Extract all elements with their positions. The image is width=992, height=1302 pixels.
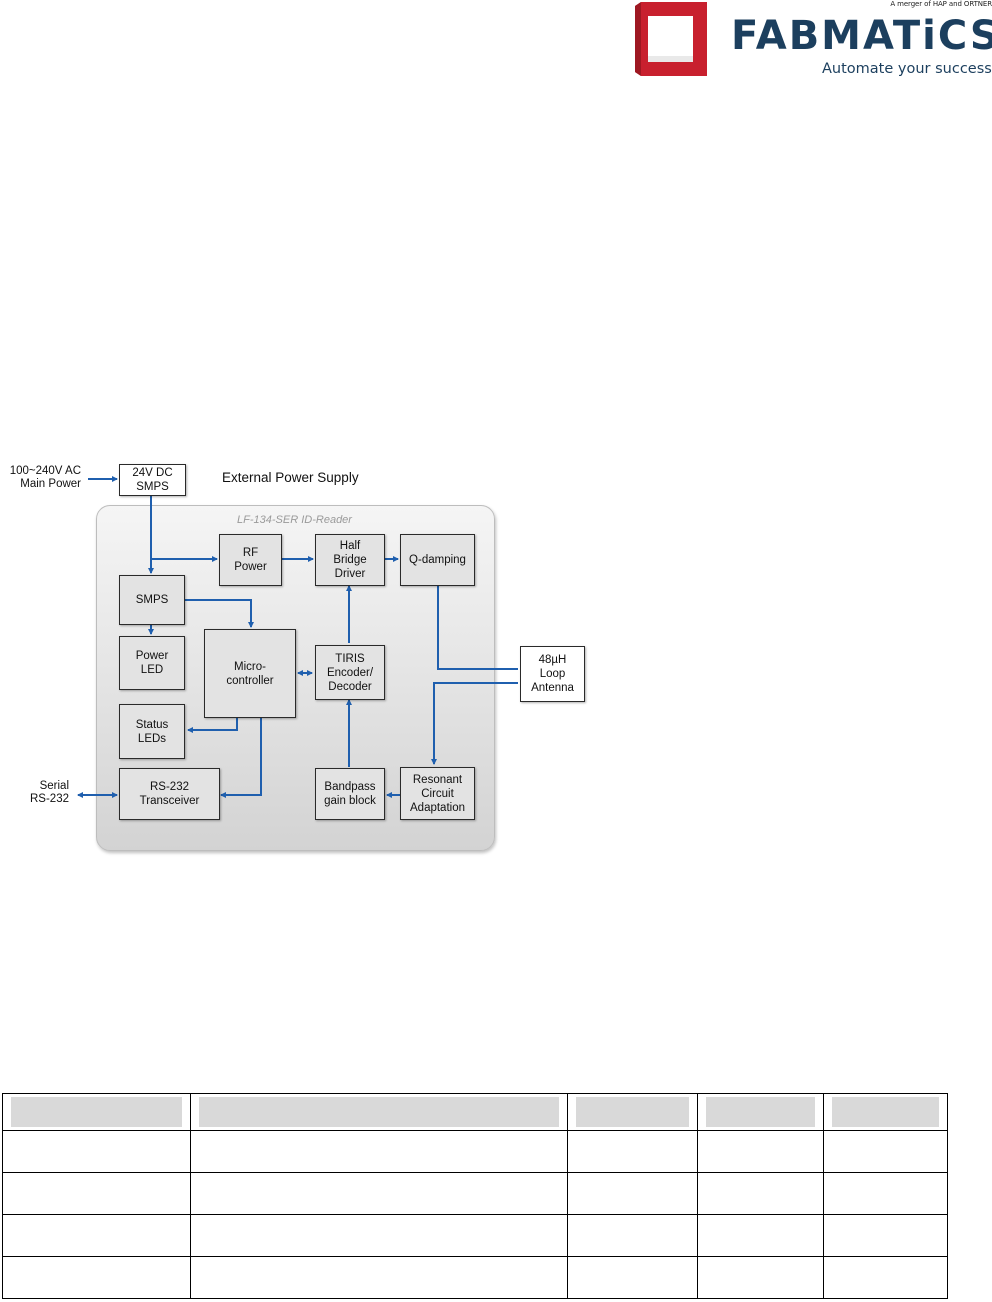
table-cell	[823, 1214, 948, 1257]
table-cell	[2, 1130, 191, 1173]
table-cell	[567, 1214, 698, 1257]
status-leds-block: Status LEDs	[119, 704, 185, 759]
rf-power-block: RF Power	[219, 534, 282, 586]
wire-q-to-antenna	[437, 586, 518, 670]
rs232-label: RS-232 Transceiver	[139, 781, 200, 807]
table-cell	[567, 1256, 698, 1299]
table-cell	[823, 1256, 948, 1299]
q-damping-block: Q-damping	[400, 534, 475, 586]
table-cell	[190, 1214, 568, 1257]
table-row	[2, 1172, 948, 1215]
loop-antenna-block: 48µH Loop Antenna	[520, 646, 585, 702]
header-cell	[697, 1093, 824, 1131]
table-row	[2, 1130, 948, 1173]
microcontroller-label: Micro- controller	[226, 660, 274, 687]
q-damping-label: Q-damping	[409, 554, 466, 566]
bandpass-label: Bandpass gain block	[324, 781, 376, 807]
table-cell	[697, 1172, 824, 1215]
table-header-row	[2, 1093, 948, 1131]
table-cell	[823, 1130, 948, 1173]
microcontroller-block: Micro- controller	[204, 629, 296, 718]
dc-smps-block: 24V DC SMPS	[119, 464, 186, 496]
table-cell	[823, 1172, 948, 1215]
spec-table	[2, 1093, 948, 1299]
table-row	[2, 1256, 948, 1299]
wire-antenna-to-resonant	[431, 682, 518, 765]
merger-note: A merger of HAP and ORTNER	[890, 0, 992, 8]
resonant-block: Resonant Circuit Adaptation	[400, 767, 475, 820]
block-diagram: LF-134-SER ID-Reader External Power Supp…	[0, 455, 600, 855]
brand-name: FABMATiCS	[731, 13, 992, 59]
table-cell	[190, 1172, 568, 1215]
wire-micro-to-rs232	[220, 717, 262, 798]
header-cell	[823, 1093, 948, 1131]
dc-smps-label: 24V DC SMPS	[132, 467, 173, 493]
header-cell	[2, 1093, 191, 1131]
half-bridge-label: Half Bridge Driver	[333, 540, 367, 580]
wire-smps-to-micro	[185, 599, 254, 628]
table-cell	[190, 1130, 568, 1173]
tiris-block: TIRIS Encoder/ Decoder	[315, 645, 385, 700]
frame-title: LF-134-SER ID-Reader	[237, 514, 352, 526]
rs232-block: RS-232 Transceiver	[119, 768, 220, 820]
serial-label: Serial RS-232	[30, 780, 69, 805]
power-led-label: Power LED	[135, 650, 169, 676]
status-leds-label: Status LEDs	[135, 718, 169, 745]
brand-tagline: Automate your success	[822, 61, 992, 77]
table-cell	[697, 1130, 824, 1173]
table-cell	[2, 1172, 191, 1215]
resonant-label: Resonant Circuit Adaptation	[410, 773, 465, 814]
smps-block: SMPS	[119, 575, 185, 625]
tiris-label: TIRIS Encoder/ Decoder	[326, 652, 374, 693]
header-cell	[190, 1093, 568, 1131]
wire-micro-to-status	[187, 717, 238, 733]
header-cell	[567, 1093, 698, 1131]
smps-label: SMPS	[135, 594, 169, 606]
external-power-title: External Power Supply	[222, 470, 359, 485]
rf-power-label: RF Power	[234, 547, 267, 573]
table-cell	[567, 1130, 698, 1173]
signal-wires	[77, 476, 518, 798]
table-cell	[697, 1256, 824, 1299]
half-bridge-block: Half Bridge Driver	[315, 534, 385, 586]
loop-antenna-label: 48µH Loop Antenna	[531, 654, 574, 694]
main-power-label: 100~240V AC Main Power	[9, 465, 81, 490]
table-cell	[567, 1172, 698, 1215]
table-cell	[190, 1256, 568, 1299]
fabmatics-logo-icon	[635, 2, 707, 76]
table-row	[2, 1214, 948, 1257]
power-led-block: Power LED	[119, 636, 185, 690]
table-cell	[697, 1214, 824, 1257]
table-cell	[2, 1214, 191, 1257]
bandpass-block: Bandpass gain block	[315, 768, 385, 820]
table-cell	[2, 1256, 191, 1299]
